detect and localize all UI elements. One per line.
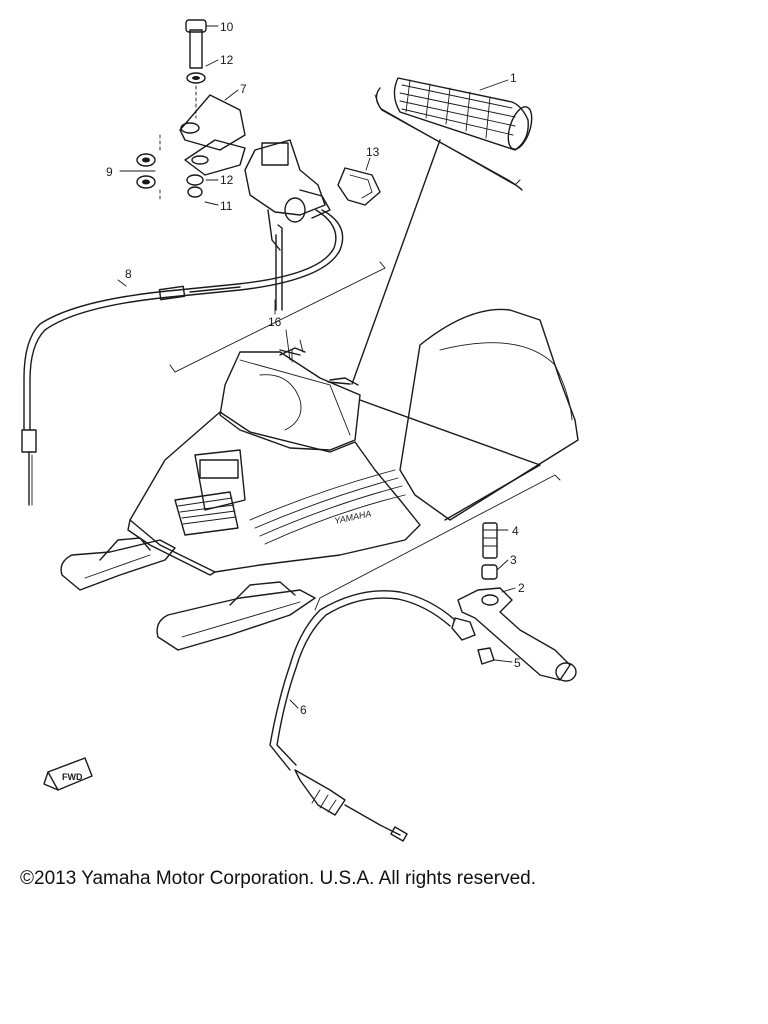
callout-8: 8 (125, 267, 132, 281)
handlebar-grip (351, 77, 533, 385)
throttle-housing-assembly (136, 19, 331, 311)
callout-4: 4 (512, 524, 519, 538)
callout-numbers: 10 12 7 9 12 11 13 1 16 8 4 3 2 5 6 (106, 20, 525, 717)
hood-brand: YAMAHA (333, 508, 372, 526)
ski-left (60, 537, 176, 591)
brake-lever-assembly (457, 522, 577, 682)
callout-12a: 12 (220, 53, 234, 67)
callout-7: 7 (240, 82, 247, 96)
callout-2: 2 (518, 581, 525, 595)
callout-12b: 12 (220, 173, 234, 187)
brake-cable (269, 590, 476, 842)
direction-badge: FWD (43, 757, 93, 791)
callout-5: 5 (514, 656, 521, 670)
copyright-notice: ©2013 Yamaha Motor Corporation. U.S.A. A… (20, 868, 536, 889)
snowmobile-body: YAMAHA (127, 308, 579, 576)
callout-13: 13 (366, 145, 380, 159)
callout-16: 16 (268, 315, 282, 329)
callout-6: 6 (300, 703, 307, 717)
callout-1: 1 (510, 71, 517, 85)
callout-9: 9 (106, 165, 113, 179)
ski-right (156, 581, 316, 651)
callout-3: 3 (510, 553, 517, 567)
parts-diagram: YAMAHA (21, 19, 579, 842)
callout-11: 11 (220, 199, 233, 213)
callout-10: 10 (220, 20, 234, 34)
throttle-cable (21, 209, 344, 506)
fwd-label: FWD (62, 772, 83, 782)
section-brackets (169, 94, 561, 611)
clip (337, 167, 381, 206)
leader-lines (117, 25, 516, 709)
